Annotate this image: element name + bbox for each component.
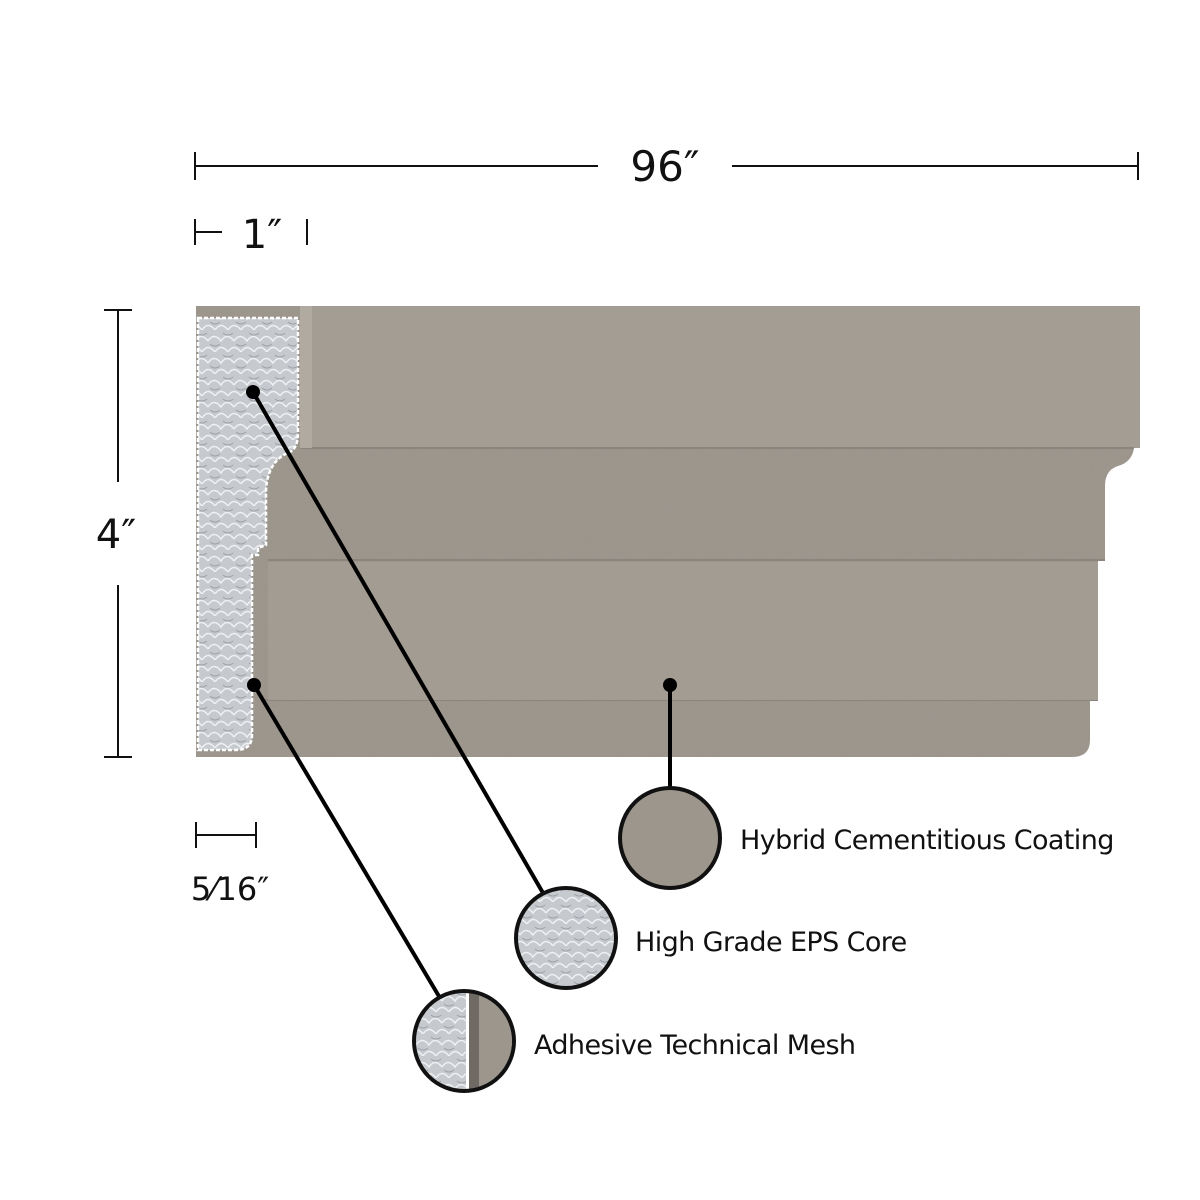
coating-swatch-icon xyxy=(618,786,722,890)
length-label: 96″ xyxy=(630,142,699,191)
callout-label: Adhesive Technical Mesh xyxy=(534,1030,855,1061)
leader-lines xyxy=(246,385,677,1000)
mesh-offset-dimension: 5⁄16″ xyxy=(191,822,269,908)
callout-label: High Grade EPS Core xyxy=(635,927,907,958)
height-dimension: 4″ xyxy=(96,309,136,758)
eps-swatch-icon xyxy=(514,886,618,990)
callout-label: Hybrid Cementitious Coating xyxy=(740,825,1114,856)
callout-coating: Hybrid Cementitious Coating xyxy=(618,786,1114,890)
face-dimension: 1″ xyxy=(194,212,308,258)
face-label: 1″ xyxy=(242,212,282,258)
moulding-profile xyxy=(196,306,1140,757)
height-label: 4″ xyxy=(96,512,136,558)
callout-mesh: Adhesive Technical Mesh xyxy=(412,989,856,1093)
callout-eps: High Grade EPS Core xyxy=(514,886,907,990)
length-dimension: 96″ xyxy=(194,142,1139,191)
mesh-offset-label: 5⁄16″ xyxy=(191,870,269,908)
